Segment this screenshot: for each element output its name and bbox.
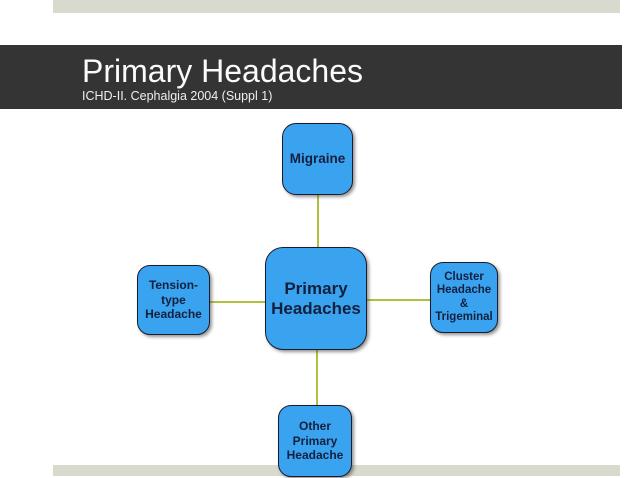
node-cluster-label: Cluster Headache & Trigeminal bbox=[435, 270, 493, 324]
node-migraine-label: Migraine bbox=[289, 151, 346, 166]
node-cluster-headache-trigeminal: Cluster Headache & Trigeminal bbox=[430, 262, 498, 333]
connector-tension-center bbox=[208, 301, 267, 303]
title-band: Primary Headaches ICHD-II. Cephalgia 200… bbox=[0, 45, 622, 109]
node-primary-headaches-label: Primary Headaches bbox=[271, 278, 361, 318]
node-other-primary-headache: Other Primary Headache bbox=[278, 405, 352, 477]
node-primary-headaches: Primary Headaches bbox=[265, 247, 367, 350]
top-accent-strip bbox=[53, 0, 620, 13]
connector-cluster-center bbox=[365, 299, 432, 301]
slide-title: Primary Headaches bbox=[82, 53, 363, 89]
connector-migraine-center bbox=[317, 193, 319, 249]
node-other-label: Other Primary Headache bbox=[286, 419, 344, 463]
node-tension-type-headache: Tension- type Headache bbox=[137, 265, 210, 335]
connector-other-center bbox=[316, 348, 318, 407]
slide-subtitle: ICHD-II. Cephalgia 2004 (Suppl 1) bbox=[82, 89, 273, 103]
node-tension-label: Tension- type Headache bbox=[145, 278, 202, 322]
node-migraine: Migraine bbox=[282, 123, 353, 195]
